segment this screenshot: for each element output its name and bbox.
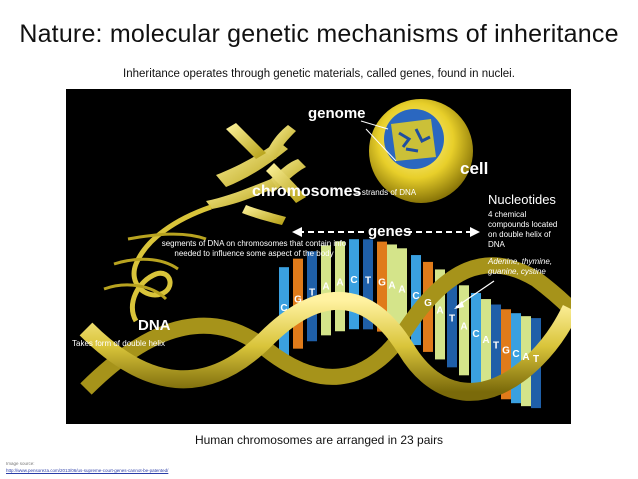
dna-note: Takes form of double helix	[72, 339, 165, 348]
base-pair-rung	[307, 251, 317, 342]
base-pair-rung	[335, 241, 345, 332]
base-letter: G	[502, 345, 510, 356]
cell-sphere	[360, 99, 473, 203]
base-pair-rung	[349, 239, 359, 330]
genes-label: genes	[368, 223, 412, 240]
base-pair-rung	[459, 285, 469, 376]
coil-loop	[127, 232, 207, 241]
base-letter: C	[412, 291, 419, 302]
chromosome-x	[216, 123, 306, 203]
slide-title: Nature: molecular genetic mechanisms of …	[19, 20, 619, 48]
base-pair-rung	[447, 277, 457, 368]
base-pair-rung	[387, 244, 397, 335]
base-pair-rung	[501, 309, 511, 400]
base-pair-rung	[397, 248, 407, 339]
nucleotides-title: Nucleotides	[488, 192, 556, 207]
base-pair-rung	[321, 245, 331, 336]
chromosome-small	[206, 179, 286, 225]
base-letter: C	[472, 329, 479, 340]
coil-loop	[103, 283, 168, 301]
genes-arrow	[292, 227, 480, 237]
image-source-link[interactable]: http://www.pensoreza.com/2013/06/us-supr…	[6, 468, 169, 473]
base-letter: A	[398, 284, 405, 295]
base-pair-rung	[481, 299, 491, 390]
base-letter: C	[512, 349, 519, 360]
base-pair-rung	[435, 269, 445, 360]
coil-loop	[113, 257, 179, 271]
chromosomes-label: chromosomes	[252, 183, 362, 200]
helix-strand-front	[79, 291, 571, 401]
slide-caption: Human chromosomes are arranged in 23 pai…	[194, 433, 444, 447]
base-letter: G	[424, 298, 432, 309]
base-letter: A	[322, 281, 329, 292]
base-pair-rung	[471, 293, 481, 384]
base-letter: C	[350, 275, 357, 286]
base-letter: T	[365, 275, 371, 286]
base-letter: T	[533, 354, 539, 365]
cell-label: cell	[460, 159, 489, 178]
base-letter: A	[388, 280, 395, 291]
slide-subtitle: Inheritance operates through genetic mat…	[123, 68, 515, 80]
base-pair-rung	[363, 239, 373, 330]
base-letter: G	[294, 295, 302, 306]
dna-label: DNA	[138, 317, 171, 334]
base-letter: T	[449, 313, 455, 324]
base-letter: A	[460, 321, 467, 332]
base-letter: T	[493, 341, 499, 352]
base-letter: G	[378, 278, 386, 289]
chromosomes-note: = strands of DNA	[355, 188, 417, 197]
base-pair-rung	[377, 241, 387, 332]
base-letter: A	[336, 277, 343, 288]
base-pair-rung	[411, 255, 421, 346]
image-source-label: Image source:	[6, 461, 35, 466]
base-letter: C	[280, 303, 287, 314]
nucleotides-desc: 4 chemical compounds located on double h…	[488, 210, 558, 249]
nucleotides-names: Adenine, thymine, guanine, cystine	[488, 257, 553, 276]
pointer-arrowhead	[454, 301, 464, 309]
base-letter: A	[522, 352, 529, 363]
base-letter: T	[309, 287, 315, 298]
base-pair-rung	[511, 313, 521, 404]
base-letter: A	[482, 335, 489, 346]
base-letter: A	[436, 305, 443, 316]
genes-note: segments of DNA on chromosomes that cont…	[161, 239, 347, 258]
base-pair-rung	[491, 304, 501, 395]
helix-strand-back	[80, 257, 571, 395]
genome-label: genome	[308, 105, 366, 122]
